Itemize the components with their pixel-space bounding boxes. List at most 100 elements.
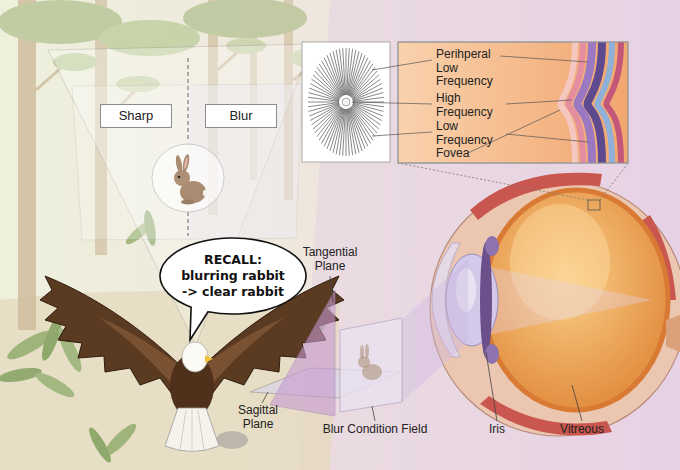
fan-line	[312, 105, 340, 125]
retina-inset-part	[398, 42, 628, 163]
fan-line	[348, 50, 356, 95]
rabbit-target-part	[152, 144, 224, 212]
optical-planes-part	[360, 345, 364, 359]
leader-lines-part	[262, 392, 268, 403]
part-label: Tangential Plane	[295, 246, 365, 273]
fan-line	[353, 97, 384, 101]
fan-line	[347, 109, 352, 155]
optical-planes-part	[402, 258, 468, 402]
fan-line	[319, 64, 341, 97]
view-label-box: Blur	[205, 104, 277, 128]
inset-leader-lines-part	[500, 56, 588, 62]
rabbit-target-part	[174, 170, 190, 186]
optical-planes-part	[270, 290, 335, 416]
part-label: Fovea	[436, 147, 506, 161]
retina-inset-part	[398, 42, 628, 163]
speech-text: RECALL: blurring rabbit -> clear rabbit	[178, 252, 288, 300]
optical-planes-part	[365, 344, 369, 358]
eyeball	[398, 163, 680, 436]
retina-inset	[398, 42, 628, 163]
frequency-fan-inset-part	[342, 98, 350, 106]
view-label-box: Sharp	[100, 104, 172, 128]
fan-line	[346, 109, 347, 156]
fan-line	[309, 103, 340, 111]
eagle-part	[180, 410, 204, 452]
eyeball-part	[588, 200, 600, 210]
retina-inset-part	[560, 42, 621, 163]
leader-lines-part	[486, 352, 497, 421]
part-label: Blur Condition Field	[315, 423, 435, 437]
fan-lines	[308, 48, 384, 156]
rabbit-target-part	[181, 154, 190, 173]
speech-bubble: RECALL: blurring rabbit -> clear rabbit	[160, 238, 306, 314]
rabbit-target-part	[203, 190, 209, 196]
forest-trees-part	[183, 0, 307, 38]
forest-trees-part	[18, 0, 36, 330]
frequency-fan-inset-part	[302, 42, 390, 162]
view-frustum-part	[72, 84, 302, 240]
fan-line	[339, 49, 344, 95]
fan-line	[330, 53, 343, 96]
part-label: Perihperal Low Frequency	[436, 48, 506, 89]
fan-line	[343, 48, 346, 95]
rabbit-target-part	[175, 155, 184, 174]
fan-line	[349, 108, 362, 151]
leader-lines-part	[330, 276, 333, 302]
rabbit-target-part	[181, 200, 195, 205]
part-label: Vitreous	[552, 423, 612, 437]
leader-lines-part	[572, 385, 582, 421]
leader-lines	[262, 276, 582, 421]
frequency-fan-inset	[302, 42, 390, 162]
fan-line	[310, 84, 339, 100]
fan-line	[308, 103, 339, 107]
fan-line	[317, 106, 341, 136]
fan-line	[350, 108, 366, 149]
bubble-shape	[160, 238, 306, 340]
fan-line	[327, 55, 343, 96]
leader-lines-part	[372, 406, 375, 421]
rabbit-target-part	[184, 157, 189, 169]
optical-planes-part	[340, 318, 402, 412]
fan-line	[308, 102, 339, 103]
eyeball-part	[480, 242, 492, 358]
fan-line	[351, 67, 375, 97]
fan-line	[351, 107, 373, 140]
rabbit-target-part	[178, 176, 181, 179]
fan-line	[352, 79, 380, 99]
fan-line	[322, 61, 342, 97]
eyeball-part	[666, 315, 680, 352]
ferns-part	[33, 369, 77, 401]
fan-line	[336, 109, 344, 154]
fan-line	[346, 48, 347, 95]
inset-leader-lines	[352, 56, 588, 153]
optical-planes-part	[358, 356, 370, 368]
box-label: Sharp	[119, 108, 154, 124]
rabbit-target	[152, 144, 224, 212]
ferns-part	[86, 425, 115, 465]
eagle-part	[182, 342, 208, 372]
inset-leader-lines-part	[352, 102, 432, 104]
inset-leader-lines-part	[372, 132, 432, 136]
retina-inset-part-part	[606, 42, 621, 163]
fan-line	[350, 107, 370, 143]
fan-line	[353, 104, 382, 120]
eyeball-part	[398, 163, 628, 200]
box-label: Blur	[229, 108, 252, 124]
part-label: Low Frequency	[436, 120, 506, 147]
eagle-part	[205, 355, 213, 363]
eagle-part	[165, 408, 219, 452]
eagle-part	[40, 276, 187, 398]
fan-line	[353, 93, 384, 101]
ferns-part	[216, 431, 248, 449]
inset-leader-lines-part	[506, 100, 572, 104]
part-label: High Frequency	[436, 92, 506, 119]
fan-line	[347, 109, 350, 156]
inset-leader-lines-part	[372, 60, 432, 70]
part-label: Sagittal Plane	[228, 404, 288, 431]
inset-leader-lines-part	[506, 134, 588, 142]
